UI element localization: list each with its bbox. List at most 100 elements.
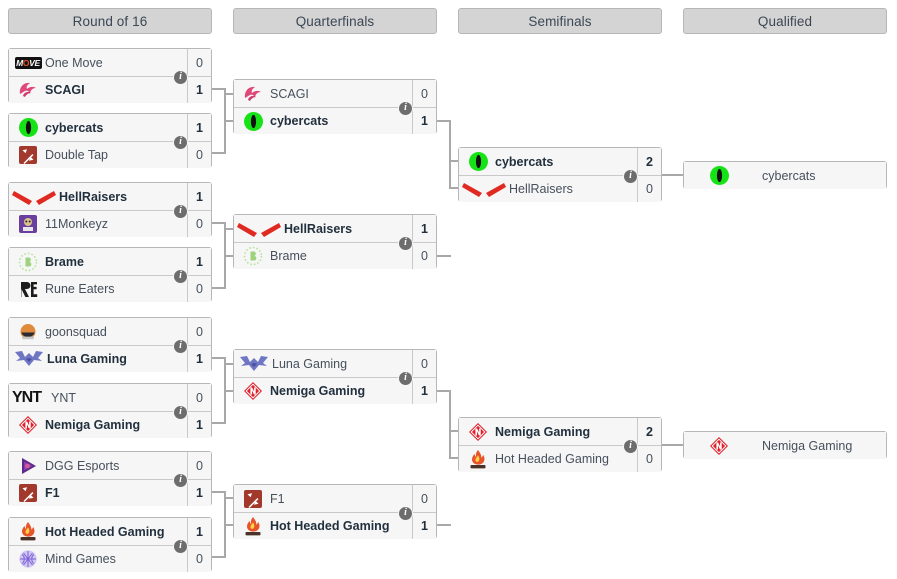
cybercats-logo: [13, 116, 43, 139]
connector: [212, 357, 226, 359]
match-row[interactable]: F1 1: [9, 479, 211, 506]
dgg-logo: [13, 454, 43, 477]
match-info-icon[interactable]: i: [398, 370, 413, 386]
team-name: 11Monkeyz: [45, 217, 108, 231]
goonsquad-logo: [13, 320, 43, 343]
connector: [437, 255, 451, 257]
team-score: 0: [187, 49, 211, 76]
match-sf-1[interactable]: cybercats 2 HellRaisers 0 i: [458, 147, 662, 202]
match-info-icon[interactable]: i: [623, 438, 638, 454]
match-qf-4[interactable]: F1 0 Hot Headed Gaming 1 i: [233, 484, 437, 539]
match-info-icon[interactable]: i: [173, 404, 188, 420]
f1-logo: [238, 487, 268, 510]
match-info-icon[interactable]: i: [173, 538, 188, 554]
match-row[interactable]: Rune Eaters 0: [9, 275, 211, 302]
team-name: SCAGI: [45, 83, 85, 97]
11monkeyz-logo: [13, 213, 43, 236]
team-name: One Move: [45, 55, 103, 70]
connector: [437, 390, 451, 392]
team-score: 0: [187, 318, 211, 345]
connector: [212, 422, 226, 424]
match-row[interactable]: cybercats: [684, 162, 886, 189]
team-score: 1: [187, 248, 211, 275]
match-qf-3[interactable]: Luna Gaming 0 Nemiga Gaming 1 i: [233, 349, 437, 404]
team-score: 2: [637, 418, 661, 445]
connector: [449, 187, 460, 189]
team-name: Nemiga Gaming: [45, 418, 141, 432]
team-score: 1: [187, 346, 211, 372]
nemiga-logo: [463, 420, 493, 443]
match-r16-4[interactable]: Brame 1 Rune Eaters 0 i: [8, 247, 212, 302]
match-row[interactable]: Luna Gaming 0: [234, 350, 436, 377]
scagi-logo: [238, 82, 268, 105]
team-name: HellRaisers: [509, 182, 573, 196]
round-header-quarterfinals: Quarterfinals: [233, 8, 437, 34]
brame-logo: [13, 250, 43, 273]
connector: [224, 93, 235, 95]
match-row[interactable]: Nemiga Gaming: [684, 432, 886, 459]
match-r16-7[interactable]: DGG Esports 0 F1 1 i: [8, 451, 212, 506]
connector: [212, 491, 226, 493]
connector: [224, 390, 235, 392]
match-info-icon[interactable]: i: [623, 168, 638, 184]
match-qf-2[interactable]: HellRaisers 1 Brame 0 i: [233, 214, 437, 269]
match-r16-8[interactable]: Hot Headed Gaming 1 Mind Games 0 i: [8, 517, 212, 572]
team-score: 0: [187, 452, 211, 479]
match-r16-6[interactable]: YNT YNT 0 Nemiga Gaming 1 i: [8, 383, 212, 438]
qualified-slot-1[interactable]: cybercats: [683, 161, 887, 189]
match-info-icon[interactable]: i: [398, 235, 413, 251]
double-tap-logo: [13, 144, 43, 167]
hellraisers-logo: [236, 217, 282, 240]
team-score: 0: [187, 211, 211, 237]
match-info-icon[interactable]: i: [173, 203, 188, 219]
team-name: Nemiga Gaming: [270, 384, 366, 398]
match-row[interactable]: HellRaisers 1: [234, 215, 436, 242]
match-r16-5[interactable]: goonsquad 0 Luna Gaming 1 i: [8, 317, 212, 372]
connector: [437, 120, 451, 122]
match-row[interactable]: Nemiga Gaming 1: [9, 411, 211, 438]
round-header-semifinals: Semifinals: [458, 8, 662, 34]
match-row[interactable]: SCAGI 0: [234, 80, 436, 107]
team-name: Luna Gaming: [47, 352, 127, 366]
match-info-icon[interactable]: i: [398, 505, 413, 521]
match-info-icon[interactable]: i: [173, 134, 188, 150]
hot-headed-logo: [463, 448, 493, 471]
team-name: Nemiga Gaming: [762, 438, 853, 453]
match-info-icon[interactable]: i: [173, 268, 188, 284]
team-name: cybercats: [270, 114, 329, 128]
match-info-icon[interactable]: i: [173, 69, 188, 85]
team-score: 1: [412, 215, 436, 242]
match-info-icon[interactable]: i: [398, 100, 413, 116]
match-qf-1[interactable]: SCAGI 0 cybercats 1 i: [233, 79, 437, 134]
match-r16-3[interactable]: HellRaisers 1 11Monkeyz 0 i: [8, 182, 212, 237]
team-name: HellRaisers: [59, 189, 128, 204]
nemiga-logo: [238, 380, 268, 403]
match-sf-2[interactable]: Nemiga Gaming 2 Hot Headed Gaming 0 i: [458, 417, 662, 472]
connector: [212, 222, 226, 224]
qualified-slot-2[interactable]: Nemiga Gaming: [683, 431, 887, 459]
team-score: 0: [637, 176, 661, 202]
connector: [449, 430, 451, 458]
match-row[interactable]: HellRaisers 1: [9, 183, 211, 210]
match-info-icon[interactable]: i: [173, 338, 188, 354]
f1-logo: [13, 482, 43, 505]
team-score: 0: [187, 142, 211, 168]
team-name: Brame: [45, 254, 84, 269]
team-score: 1: [187, 114, 211, 141]
team-name: DGG Esports: [45, 458, 120, 473]
connector: [212, 88, 226, 90]
connector: [662, 174, 685, 176]
match-r16-2[interactable]: cybercats 1 Double Tap 0 i: [8, 113, 212, 168]
match-row[interactable]: Hot Headed Gaming 1: [9, 518, 211, 545]
connector: [662, 444, 685, 446]
connector: [449, 390, 451, 456]
connector: [449, 160, 451, 188]
match-info-icon[interactable]: i: [173, 472, 188, 488]
cybercats-logo: [704, 164, 734, 187]
team-name: Luna Gaming: [272, 356, 348, 371]
connector: [224, 255, 235, 257]
connector: [224, 497, 235, 499]
hot-headed-logo: [238, 515, 268, 538]
